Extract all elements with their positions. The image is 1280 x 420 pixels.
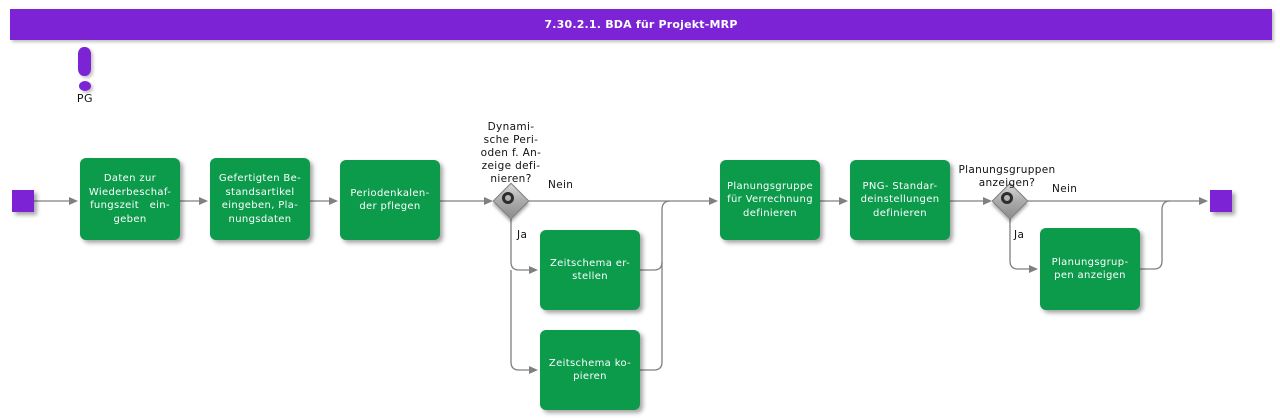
connector	[1009, 219, 1029, 270]
gateway-circle-icon	[1001, 192, 1013, 204]
start-event[interactable]	[12, 190, 34, 212]
task-planungsgruppen-anzeigen[interactable]: Planungsgrup- pen anzeigen	[1040, 228, 1140, 310]
arrowhead	[199, 197, 208, 205]
gateway-circle-icon	[502, 192, 514, 204]
diagram-title-bar: 7.30.2.1. BDA für Projekt-MRP	[10, 9, 1272, 40]
task-daten-wiederbeschaffungszeit[interactable]: Daten zur Wiederbeschaf- fungszeit ein- …	[80, 158, 180, 240]
end-event[interactable]	[1210, 190, 1232, 212]
connector	[1140, 200, 1171, 270]
arrowhead	[709, 197, 718, 205]
exclamation-icon	[78, 47, 91, 76]
connector	[510, 270, 529, 371]
task-png-standardeinstellungen[interactable]: PNG- Standar- deinstellungen definieren	[850, 160, 950, 240]
exclamation-icon-dot	[79, 81, 91, 91]
arrowhead	[329, 197, 338, 205]
gateway1-yes-label: Ja	[517, 229, 528, 241]
arrowhead	[529, 366, 538, 374]
pg-annotation-label: PG	[76, 92, 94, 105]
arrowhead	[1199, 197, 1208, 205]
task-periodenkalender-pflegen[interactable]: Periodenkalen- der pflegen	[340, 160, 440, 240]
diagram-title: 7.30.2.1. BDA für Projekt-MRP	[544, 18, 738, 31]
gateway1-no-label: Nein	[548, 179, 574, 191]
gateway2-no-label: Nein	[1052, 183, 1078, 195]
gateway2-yes-label: Ja	[1014, 229, 1025, 241]
arrowhead	[839, 197, 848, 205]
arrowhead	[529, 266, 538, 274]
arrowhead	[69, 197, 78, 205]
connector	[640, 200, 671, 271]
task-zeitschema-erstellen[interactable]: Zeitschema er- stellen	[540, 230, 640, 310]
gateway1-question-label: Dynami- sche Peri- oden f. An- zeige def…	[480, 121, 542, 185]
task-planungsgruppe-verrechnung[interactable]: Planungsgruppe für Verrechnung definiere…	[720, 160, 820, 240]
task-zeitschema-kopieren[interactable]: Zeitschema ko- pieren	[540, 330, 640, 410]
task-gefertigte-bestandsartikel[interactable]: Gefertigten Be- standsartikel eingeben, …	[210, 158, 310, 240]
connector	[510, 219, 529, 271]
connector	[640, 262, 663, 371]
arrowhead	[1029, 265, 1038, 273]
gateway2-question-label: Planungsgruppen anzeigen?	[958, 164, 1056, 189]
